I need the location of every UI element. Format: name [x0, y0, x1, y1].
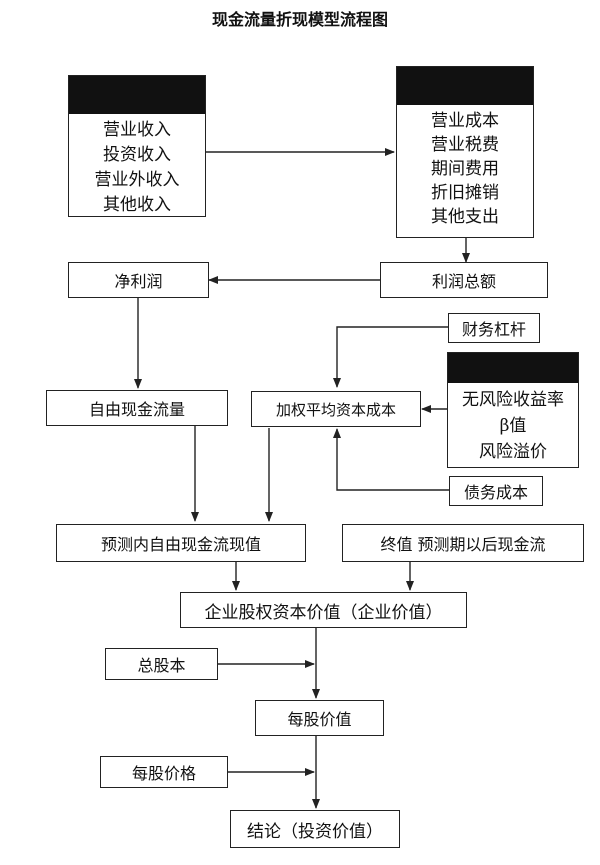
price-per-share-box: 每股价格	[100, 756, 228, 788]
arrow-leverage-to-wacc	[333, 326, 448, 388]
cost-item: 营业成本	[431, 111, 499, 131]
pv-free-cash-flow-box: 预测内自由现金流现值	[56, 524, 306, 562]
total-shares-box: 总股本	[105, 648, 218, 680]
total-profit-box: 利润总额	[380, 262, 548, 298]
wacc-box: 加权平均资本成本	[251, 391, 421, 427]
income-item: 营业外收入	[94, 170, 180, 190]
enterprise-value-box: 企业股权资本价值（企业价值）	[180, 592, 467, 628]
income-item: 投资收入	[103, 145, 171, 165]
arrow-debt-cost-to-wacc	[333, 428, 449, 491]
risk-factors-box: 无风险收益率 β值 风险溢价	[447, 352, 579, 468]
income-item: 营业收入	[103, 120, 171, 140]
conclusion-box: 结论（投资价值）	[230, 810, 400, 848]
page-title: 现金流量折现模型流程图	[211, 10, 388, 29]
income-box-header	[69, 76, 205, 114]
terminal-value-box: 终值 预测期以后现金流	[342, 524, 584, 562]
risk-item: 风险溢价	[479, 442, 547, 462]
value-per-share-box: 每股价值	[255, 700, 384, 736]
cost-item: 折旧摊销	[431, 183, 499, 203]
cost-item: 其他支出	[431, 207, 499, 227]
risk-item: β值	[499, 416, 527, 436]
financial-leverage-box: 财务杠杆	[448, 313, 540, 343]
cost-item: 营业税费	[431, 135, 499, 155]
cost-item: 期间费用	[431, 159, 499, 179]
risk-box-header	[448, 353, 578, 383]
free-cash-flow-box: 自由现金流量	[46, 390, 228, 426]
net-profit-box: 净利润	[68, 262, 209, 298]
income-box: 营业收入 投资收入 营业外收入 其他收入	[68, 75, 206, 217]
costs-box-header	[397, 67, 533, 105]
risk-item: 无风险收益率	[462, 390, 564, 410]
income-item: 其他收入	[103, 195, 171, 215]
costs-box: 营业成本 营业税费 期间费用 折旧摊销 其他支出	[396, 66, 534, 238]
debt-cost-box: 债务成本	[449, 476, 543, 506]
